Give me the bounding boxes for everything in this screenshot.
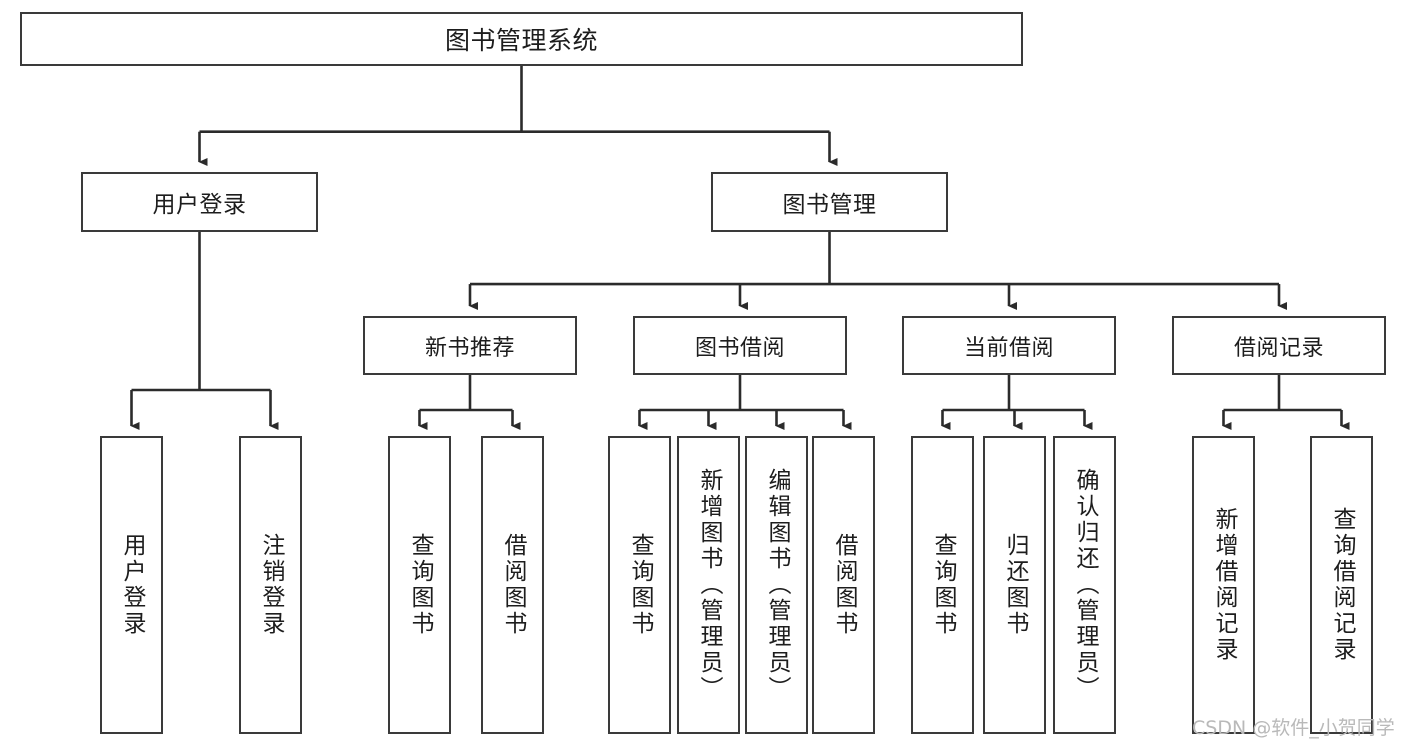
- node-label: 归还图书: [1002, 533, 1028, 637]
- node-borrow-record[interactable]: 借阅记录: [1172, 316, 1386, 375]
- node-leaf-query-record[interactable]: 查询借阅记录: [1310, 436, 1373, 734]
- node-label: 借阅图书: [500, 533, 526, 637]
- node-leaf-add-record[interactable]: 新增借阅记录: [1192, 436, 1255, 734]
- node-label: 当前借阅: [963, 335, 1054, 361]
- node-leaf-user-login[interactable]: 用户登录: [100, 436, 163, 734]
- node-leaf-logout[interactable]: 注销登录: [239, 436, 302, 734]
- node-new-book-recommend[interactable]: 新书推荐: [363, 316, 577, 375]
- node-leaf-query-book-2[interactable]: 查询图书: [608, 436, 671, 734]
- node-label: 查询图书: [930, 533, 956, 637]
- node-leaf-borrow-book-1[interactable]: 借阅图书: [481, 436, 544, 734]
- node-label: 借阅图书: [831, 533, 857, 637]
- node-label: 查询图书: [407, 533, 433, 637]
- node-leaf-query-book-3[interactable]: 查询图书: [911, 436, 974, 734]
- node-label: 新书推荐: [424, 335, 515, 361]
- node-leaf-confirm-return[interactable]: 确认归还（管理员）: [1053, 436, 1116, 734]
- node-leaf-borrow-book-2[interactable]: 借阅图书: [812, 436, 875, 734]
- node-leaf-return-book[interactable]: 归还图书: [983, 436, 1046, 734]
- node-leaf-query-book-1[interactable]: 查询图书: [388, 436, 451, 734]
- node-user-login[interactable]: 用户登录: [81, 172, 318, 232]
- node-label: 图书管理: [782, 192, 877, 218]
- node-label: 图书管理系统: [444, 26, 598, 55]
- node-label: 编辑图书（管理员）: [764, 468, 790, 702]
- node-current-borrow[interactable]: 当前借阅: [902, 316, 1116, 375]
- node-label: 用户登录: [152, 192, 247, 218]
- node-label: 注销登录: [258, 533, 284, 637]
- node-label: 新增图书（管理员）: [696, 468, 722, 702]
- node-label: 借阅记录: [1233, 335, 1324, 361]
- node-label: 查询图书: [627, 533, 653, 637]
- node-book-borrow[interactable]: 图书借阅: [633, 316, 847, 375]
- node-label: 查询借阅记录: [1329, 507, 1355, 663]
- node-label: 新增借阅记录: [1211, 507, 1237, 663]
- node-leaf-add-book[interactable]: 新增图书（管理员）: [677, 436, 740, 734]
- node-label: 确认归还（管理员）: [1072, 468, 1098, 702]
- node-leaf-edit-book[interactable]: 编辑图书（管理员）: [745, 436, 808, 734]
- node-label: 图书借阅: [694, 335, 785, 361]
- node-root[interactable]: 图书管理系统: [20, 12, 1023, 66]
- node-label: 用户登录: [119, 533, 145, 637]
- node-book-manage[interactable]: 图书管理: [711, 172, 948, 232]
